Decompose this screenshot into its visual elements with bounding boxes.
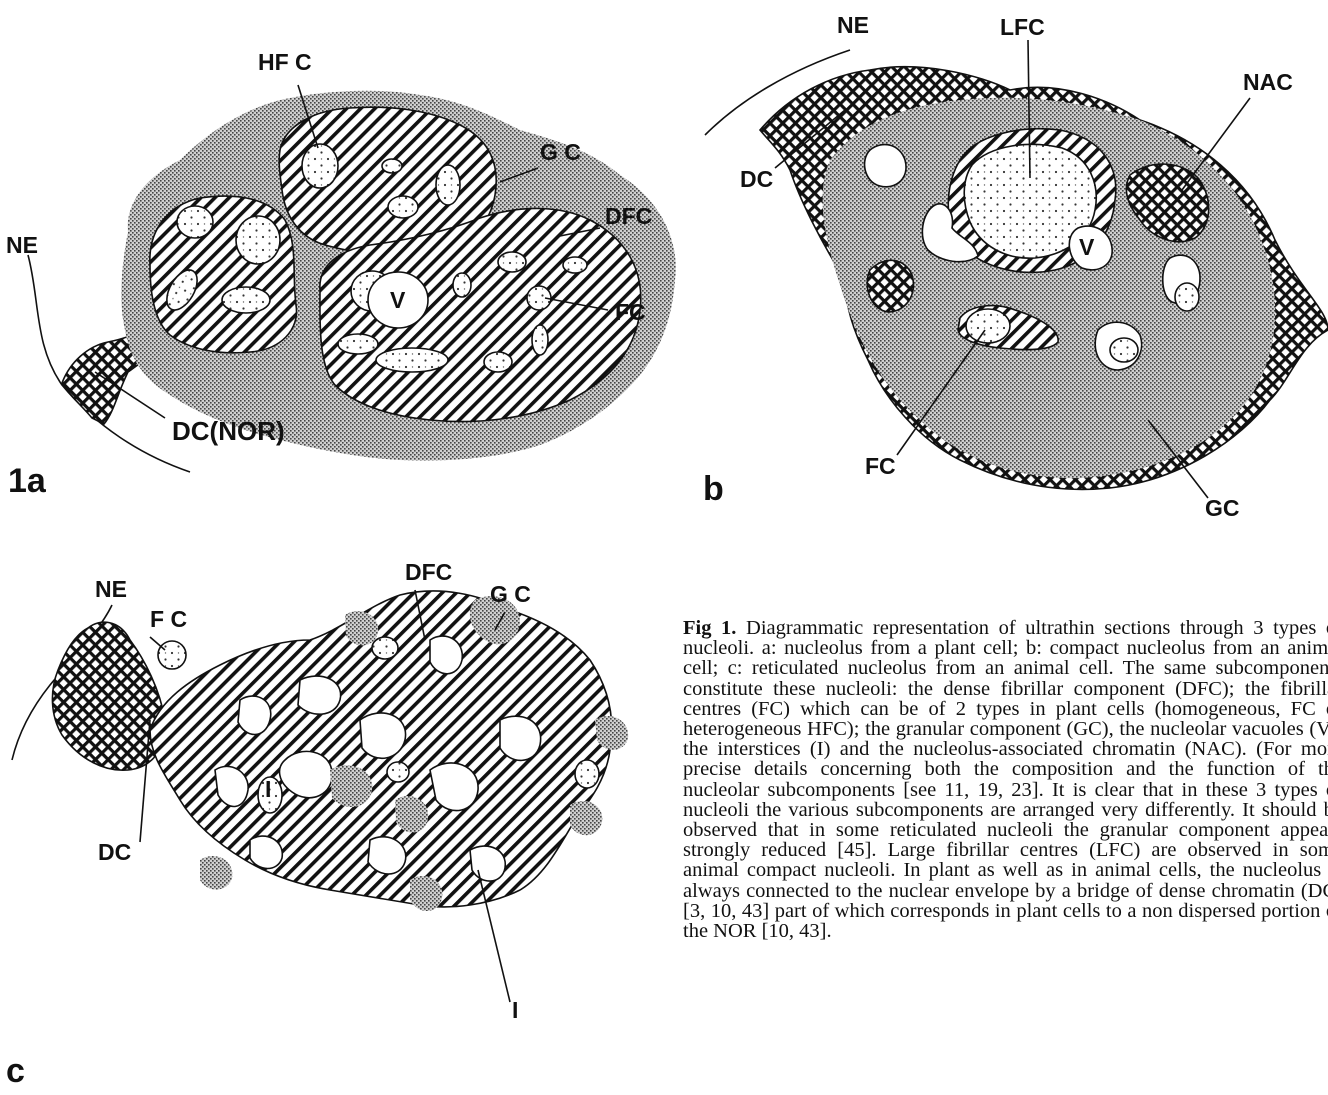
fibrillar-centre bbox=[575, 760, 599, 788]
label-dfc: DFC bbox=[605, 203, 652, 229]
fibrillar-centre bbox=[1110, 338, 1138, 362]
granular-component-patch bbox=[200, 856, 232, 890]
label-v: V bbox=[1079, 234, 1095, 260]
label-dfc: DFC bbox=[405, 559, 452, 585]
label-interstice-2: I bbox=[512, 997, 518, 1023]
panel-a: HF C G C DFC NE FC V DC(NOR) 1a bbox=[6, 49, 676, 500]
label-fc: F C bbox=[150, 606, 187, 632]
label-ne: NE bbox=[95, 576, 127, 602]
panel-c: NE DFC G C F C DC I I c bbox=[6, 559, 628, 1090]
label-ne: NE bbox=[6, 232, 38, 258]
interstice bbox=[500, 716, 541, 760]
fibrillar-centre bbox=[1175, 283, 1199, 311]
fibrillar-centre bbox=[158, 641, 186, 669]
fibrillar-centre bbox=[453, 273, 471, 297]
interstice bbox=[360, 713, 406, 758]
label-hfc: HF C bbox=[258, 49, 312, 75]
dense-fibrillar-lobe bbox=[150, 196, 297, 353]
caption-text: Diagrammatic representation of ultrathin… bbox=[683, 617, 1328, 942]
label-dc: DC bbox=[740, 166, 773, 192]
label-fc: FC bbox=[865, 453, 896, 479]
fibrillar-centre bbox=[966, 309, 1010, 343]
fibrillar-centre bbox=[236, 216, 280, 264]
label-ne: NE bbox=[837, 12, 869, 38]
label-gc: G C bbox=[540, 139, 581, 165]
fibrillar-centre bbox=[372, 637, 398, 659]
granular-component-patch bbox=[570, 801, 602, 835]
panel-b: NE LFC NAC DC V FC GC b bbox=[703, 12, 1328, 521]
panel-label-a: 1a bbox=[8, 462, 47, 500]
label-dc: DC bbox=[98, 839, 131, 865]
label-interstice-1: I bbox=[265, 776, 271, 802]
fibrillar-centre bbox=[302, 144, 338, 188]
fibrillar-centre bbox=[338, 334, 378, 354]
panel-label-c: c bbox=[6, 1052, 25, 1090]
fibrillar-centre bbox=[532, 325, 548, 355]
label-gc: GC bbox=[1205, 495, 1240, 521]
interstice bbox=[430, 636, 462, 674]
fibrillar-centre bbox=[177, 206, 213, 238]
panel-label-b: b bbox=[703, 470, 724, 508]
fibrillar-centre bbox=[484, 352, 512, 372]
nucleolar-vacuole bbox=[865, 145, 906, 187]
label-gc: G C bbox=[490, 581, 531, 607]
nucleolus-associated-chromatin bbox=[867, 260, 913, 312]
fibrillar-centre bbox=[388, 196, 418, 218]
interstice bbox=[298, 676, 341, 714]
fibrillar-centre bbox=[387, 762, 409, 782]
fibrillar-centre bbox=[376, 348, 448, 372]
interstice bbox=[238, 696, 271, 734]
label-dc-nor: DC(NOR) bbox=[172, 416, 285, 446]
figure-caption: Fig 1. Diagrammatic representation of ul… bbox=[683, 618, 1328, 941]
fibrillar-centre bbox=[498, 252, 526, 272]
fibrillar-centre bbox=[222, 287, 270, 313]
fibrillar-centre bbox=[436, 165, 460, 205]
caption-lead: Fig 1. bbox=[683, 617, 736, 639]
fibrillar-centre bbox=[563, 257, 587, 273]
label-fc: FC bbox=[615, 299, 646, 325]
label-lfc: LFC bbox=[1000, 14, 1045, 40]
interstice bbox=[470, 846, 505, 881]
fibrillar-centre bbox=[382, 159, 402, 173]
label-v: V bbox=[390, 287, 406, 313]
label-nac: NAC bbox=[1243, 69, 1293, 95]
